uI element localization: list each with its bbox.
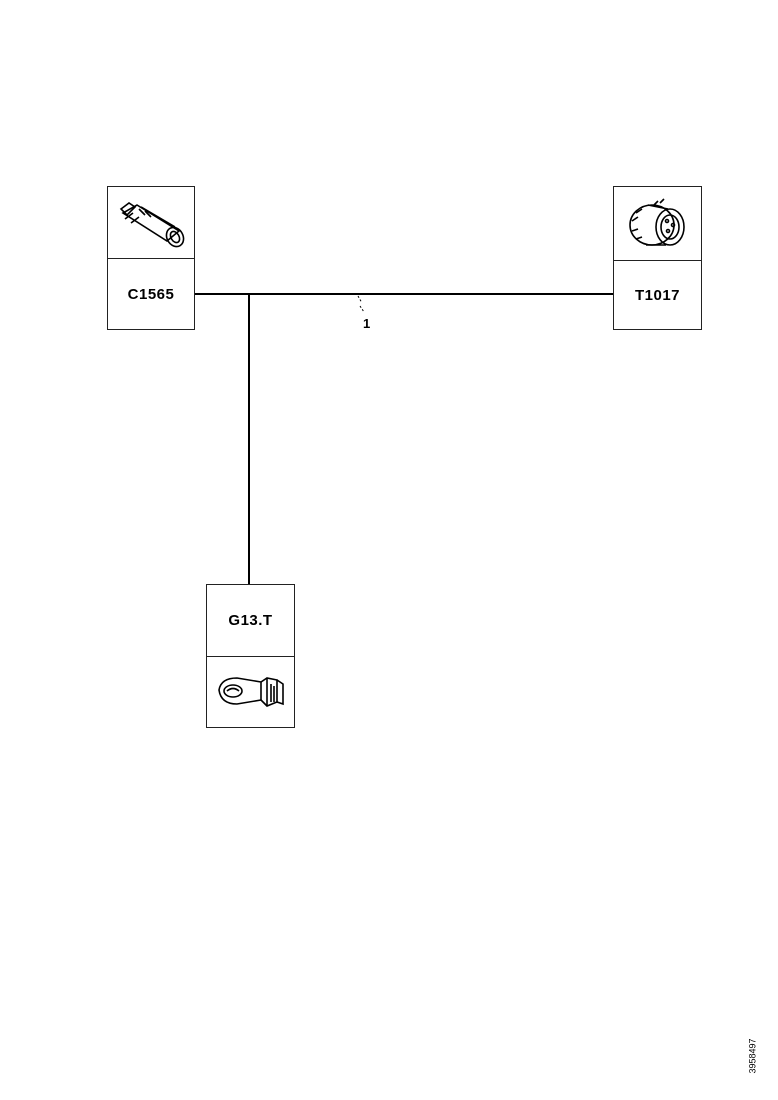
round-connector-icon [628, 197, 685, 246]
connector-c1565-label: C1565 [127, 285, 175, 303]
ground-g13t-icon-cell [207, 657, 294, 727]
plug-connector-icon [119, 201, 185, 247]
connector-t1017[interactable]: T1017 [613, 186, 702, 330]
wire-label-leader [357, 295, 365, 313]
connector-c1565[interactable]: C1565 [107, 186, 195, 330]
connector-t1017-icon-cell [614, 187, 701, 261]
ground-g13t[interactable]: G13.T [206, 584, 295, 728]
wire-label: 1 [363, 316, 371, 331]
ring-terminal-icon [217, 677, 284, 707]
connector-t1017-label: T1017 [634, 286, 681, 304]
connector-c1565-icon-cell [108, 187, 194, 259]
reference-number: 3958497 [747, 1038, 758, 1074]
ground-g13t-label: G13.T [207, 585, 294, 657]
